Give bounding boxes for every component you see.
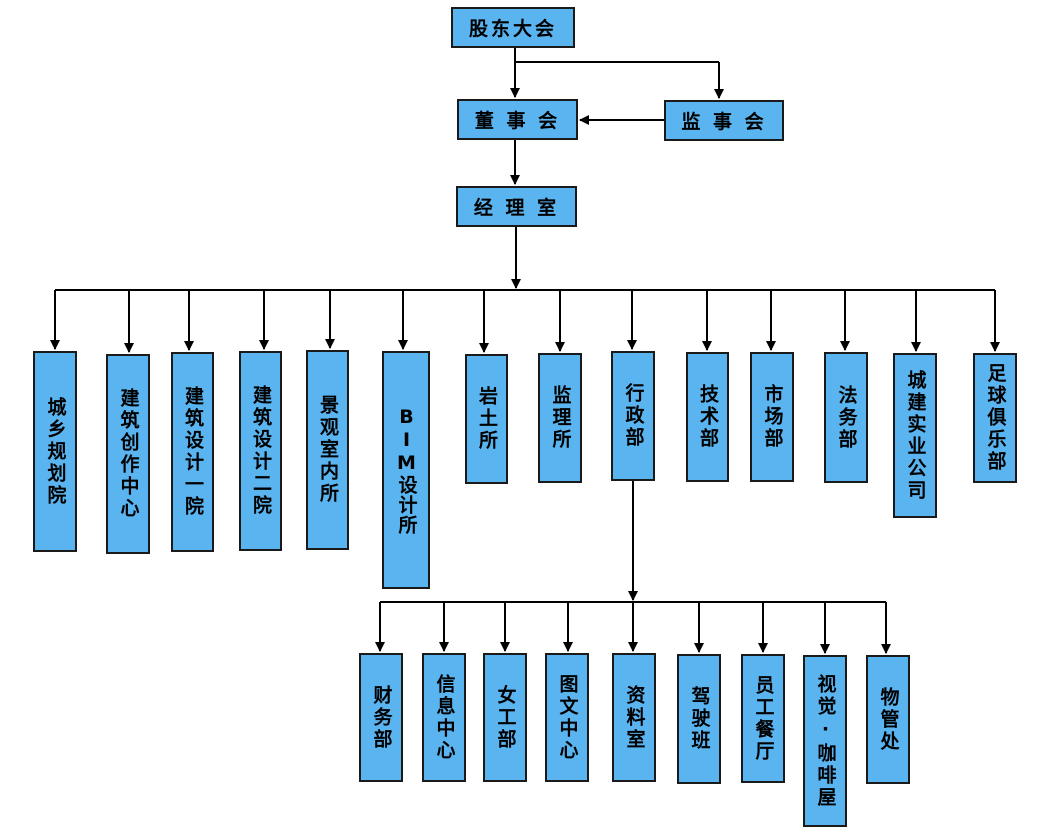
admin-property-management: 物管处 — [866, 655, 910, 784]
node-board-of-supervisors: 监 事 会 — [664, 100, 784, 141]
admin-archives: 资料室 — [612, 653, 656, 782]
dept-architectural-creation-center: 建筑创作中心 — [106, 354, 150, 554]
dept-landscape-interior: 景观室内所 — [306, 350, 349, 550]
dept-football-club: 足球俱乐部 — [973, 353, 1017, 483]
node-manager-office: 经 理 室 — [456, 186, 577, 227]
admin-drivers: 驾驶班 — [677, 654, 721, 784]
admin-information-center: 信息中心 — [422, 653, 466, 782]
admin-finance: 财务部 — [359, 653, 403, 782]
dept-legal: 法务部 — [824, 352, 868, 483]
admin-visual-cafe: 视觉·咖啡屋 — [803, 655, 847, 827]
dept-architectural-design-institute-1: 建筑设计一院 — [171, 352, 214, 552]
node-board-of-directors: 董 事 会 — [457, 99, 578, 140]
dept-bim-design: BIM设计所 — [382, 351, 430, 589]
admin-women-workers: 女工部 — [483, 653, 527, 782]
admin-staff-canteen: 员工餐厅 — [741, 654, 785, 783]
dept-supervision: 监理所 — [538, 353, 582, 483]
dept-administration: 行政部 — [611, 351, 655, 481]
dept-geotechnical: 岩土所 — [465, 354, 508, 484]
admin-graphics-center: 图文中心 — [545, 653, 589, 782]
dept-technical: 技术部 — [686, 352, 729, 482]
dept-architectural-design-institute-2: 建筑设计二院 — [239, 351, 282, 551]
dept-urban-planning-institute: 城乡规划院 — [33, 351, 77, 552]
node-shareholders-meeting: 股东大会 — [451, 7, 575, 48]
dept-marketing: 市场部 — [750, 352, 794, 482]
dept-urban-construction-company: 城建实业公司 — [893, 353, 937, 518]
